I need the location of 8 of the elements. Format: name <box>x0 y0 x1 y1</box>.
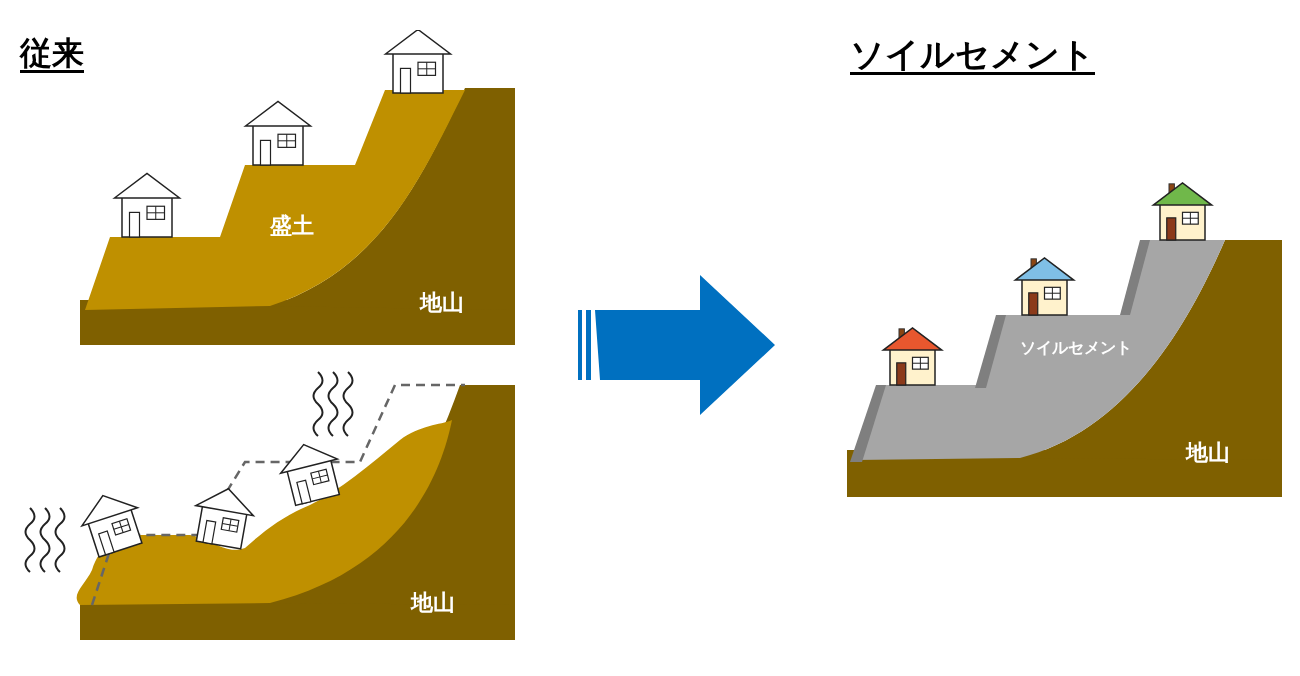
fill-label: 盛土 <box>270 215 314 237</box>
fill-label: ソイルセメント <box>1020 340 1132 356</box>
block-arrow <box>578 275 775 415</box>
ground-label: 地山 <box>420 292 464 314</box>
ground-label: 地山 <box>411 592 455 614</box>
heading: 従来 <box>20 36 84 72</box>
heading: ソイルセメント <box>850 36 1095 74</box>
ground-label: 地山 <box>1186 442 1230 464</box>
